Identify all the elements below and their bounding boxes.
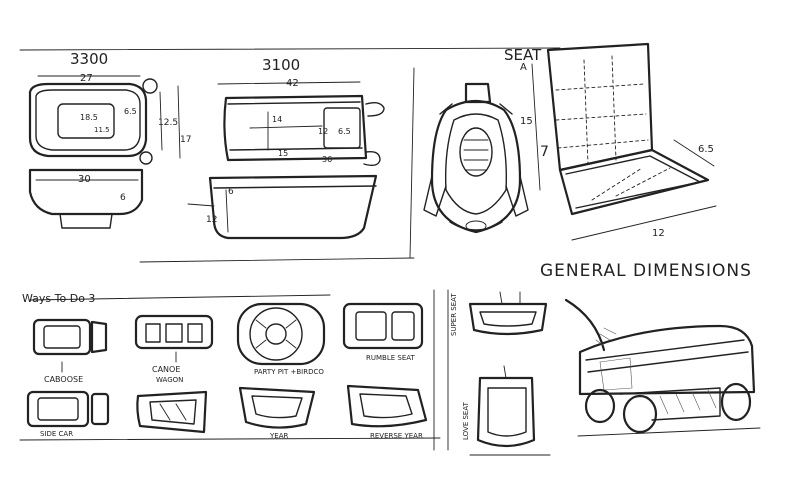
label-12b: 12 xyxy=(206,215,217,225)
variant-caboose: CABOOSE xyxy=(32,318,108,384)
variant-love-seat: LOVE SEAT xyxy=(462,365,536,448)
variant-party-pit: PARTY PIT +BIRDCO xyxy=(236,302,326,376)
label-12: 12 xyxy=(318,127,328,136)
label-wagon: WAGON xyxy=(156,376,183,384)
seat-label-a: A xyxy=(520,62,527,73)
label-6b: 6 xyxy=(228,187,234,197)
variant-reverse-year: REVERSE YEAR xyxy=(346,384,428,440)
label-15: 15 xyxy=(278,149,288,158)
label-6: 6 xyxy=(120,193,126,203)
seat-label-15: 15 xyxy=(520,116,533,127)
label-caboose: CABOOSE xyxy=(44,375,83,384)
sketch-3300-side-view: 30 6 xyxy=(28,168,144,229)
variant-side-car: SIDE CAR xyxy=(26,390,110,438)
seat-label-7: 7 xyxy=(540,144,549,160)
label-18-5: 18.5 xyxy=(80,113,98,122)
seat-sketch: SEAT A 15 7 6.5 12 xyxy=(504,42,717,241)
sketch-3100-side-view: 6 12 xyxy=(187,174,378,240)
label-42: 42 xyxy=(286,78,299,89)
vehicle-perspective-sketch xyxy=(564,298,761,437)
sketch-3300-top-view: 3300 27 18.5 11.5 6.5 12.5 17 xyxy=(28,50,191,165)
vehicle-top-view-sketch xyxy=(423,82,529,234)
label-rumble-seat: RUMBLE SEAT xyxy=(366,354,415,362)
label-27: 27 xyxy=(80,73,93,84)
label-reverse-year: REVERSE YEAR xyxy=(370,432,423,440)
variant-rumble-seat: RUMBLE SEAT xyxy=(342,302,424,362)
label-12-5: 12.5 xyxy=(158,118,178,128)
variant-super-seat: SUPER SEAT xyxy=(450,291,548,336)
general-dimensions-heading: GENERAL DIMENSIONS xyxy=(540,261,752,281)
sketch-3100-top-view: 3100 42 14 12 6.5 15 36 xyxy=(217,56,385,167)
label-3100: 3100 xyxy=(262,56,300,74)
seat-label-6-5: 6.5 xyxy=(698,144,714,155)
label-30: 30 xyxy=(78,174,91,185)
variant-canoe: CANOE WAGON xyxy=(134,314,214,384)
label-17: 17 xyxy=(180,135,191,145)
variant-year: YEAR xyxy=(238,386,316,440)
label-36: 36 xyxy=(322,155,332,164)
label-party-pit: PARTY PIT +BIRDCO xyxy=(254,368,324,376)
label-side-car: SIDE CAR xyxy=(40,430,73,438)
label-6-5: 6.5 xyxy=(124,107,137,116)
label-year: YEAR xyxy=(269,432,288,440)
label-6-5b: 6.5 xyxy=(338,127,351,136)
seat-label-12: 12 xyxy=(652,228,665,239)
label-super-seat: SUPER SEAT xyxy=(450,293,458,336)
ways-to-do-heading: Ways To Do 3 xyxy=(22,292,95,305)
label-14: 14 xyxy=(272,115,282,124)
label-3300: 3300 xyxy=(70,50,108,68)
label-canoe: CANOE xyxy=(152,365,180,374)
variant-trapezoid xyxy=(136,390,208,434)
label-love-seat: LOVE SEAT xyxy=(462,401,470,440)
sheet-borders xyxy=(19,47,561,456)
label-11-5: 11.5 xyxy=(94,126,110,134)
seat-title: SEAT xyxy=(504,46,542,64)
